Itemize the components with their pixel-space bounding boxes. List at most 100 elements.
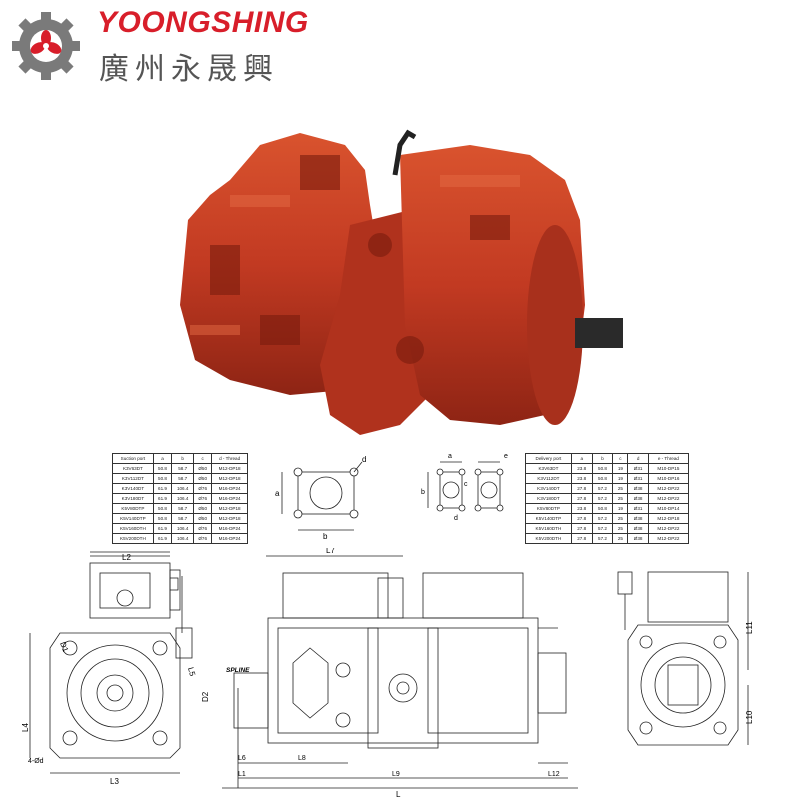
table-cell: M16-DP24 bbox=[211, 533, 248, 544]
table-cell: 23.8 bbox=[570, 463, 593, 474]
table-row: K5V160DTH 61.9 106.4 Ø76 M16-DP24 bbox=[112, 523, 248, 534]
dimension-label: D2 bbox=[201, 691, 210, 702]
brand-name: YOONGSHING bbox=[97, 6, 309, 39]
table-cell: 19 bbox=[612, 473, 629, 484]
dimension-label: L2 bbox=[122, 553, 131, 562]
table-row: K3V63DT 23.8 50.8 19 Ø31 M10-DP15 bbox=[525, 463, 690, 474]
table-cell: M12-DP18 bbox=[211, 513, 248, 524]
table-cell: Ø76 bbox=[193, 483, 213, 494]
table-cell: M10-DP15 bbox=[647, 463, 690, 474]
hydraulic-pump-photo bbox=[180, 129, 623, 435]
table-cell: 61.9 bbox=[152, 533, 173, 544]
table-cell: Ø31 bbox=[627, 473, 649, 484]
table-cell: M16-DP24 bbox=[211, 483, 248, 494]
table-cell: 27.8 bbox=[570, 483, 593, 494]
table-cell: M16-DP24 bbox=[211, 523, 248, 534]
dimension-label: d bbox=[362, 455, 366, 464]
table-cell: Ø38 bbox=[627, 523, 649, 534]
table-cell: 106.4 bbox=[171, 493, 195, 504]
table-header: a bbox=[570, 453, 593, 464]
table-header: c bbox=[612, 453, 629, 464]
table-cell: Ø31 bbox=[627, 503, 649, 514]
table-row: K5V160DTH 27.8 57.2 25 Ø38 M12-DP22 bbox=[525, 523, 690, 534]
table-row: K3V112DT 50.8 58.7 Ø50 M12-DP18 bbox=[112, 473, 248, 484]
table-cell: K3V180DT bbox=[525, 493, 572, 504]
table-cell: Ø38 bbox=[627, 533, 649, 544]
table-cell: M12-DP18 bbox=[211, 473, 248, 484]
table-cell: K5V140DTP bbox=[525, 513, 572, 524]
table-row: K5V140DTP 27.8 57.2 25 Ø38 M12-DP18 bbox=[525, 513, 690, 524]
table-cell: 50.8 bbox=[591, 503, 614, 514]
table-cell: 50.8 bbox=[152, 513, 173, 524]
gear-flower-logo-icon bbox=[12, 12, 80, 80]
table-cell: 50.8 bbox=[152, 503, 173, 514]
dimension-label: L5 bbox=[186, 666, 197, 677]
table-cell: M12-DP18 bbox=[211, 463, 248, 474]
table-cell: M12-DP22 bbox=[647, 483, 690, 494]
table-cell: 61.9 bbox=[152, 483, 173, 494]
table-cell: 19 bbox=[612, 503, 629, 514]
table-cell: K3V140DT bbox=[112, 483, 154, 494]
table-cell: K3V112DT bbox=[112, 473, 154, 484]
table-cell: 27.8 bbox=[570, 493, 593, 504]
table-row: K3V140DT 27.8 57.2 25 Ø38 M12-DP22 bbox=[525, 483, 690, 494]
table-header: c bbox=[193, 453, 213, 464]
table-cell: Ø31 bbox=[627, 463, 649, 474]
table-cell: 27.8 bbox=[570, 513, 593, 524]
table-cell: Ø50 bbox=[193, 503, 213, 514]
table-cell: M10-DP14 bbox=[647, 503, 690, 514]
dimension-label: L bbox=[396, 790, 401, 798]
rear-view-drawing: L11 L10 bbox=[617, 571, 754, 746]
brand-name-chinese: 廣州永晟興 bbox=[99, 52, 279, 87]
table-cell: 58.7 bbox=[171, 503, 195, 514]
suction-port-table: Suction port a b c d - Thread K3V63DT 50… bbox=[112, 453, 248, 544]
table-cell: M16-DP24 bbox=[211, 493, 248, 504]
table-row: K5V200DTH 27.8 57.2 25 Ø38 M12-DP22 bbox=[525, 533, 690, 544]
dimension-label: D1 bbox=[58, 641, 70, 654]
dimension-label: b bbox=[323, 532, 328, 541]
table-cell: K3V180DT bbox=[112, 493, 154, 504]
table-row: K3V140DT 61.9 106.4 Ø76 M16-DP24 bbox=[112, 483, 248, 494]
table-cell: Ø38 bbox=[627, 513, 649, 524]
table-cell: Ø76 bbox=[193, 523, 213, 534]
table-cell: 57.2 bbox=[591, 513, 614, 524]
front-view-drawing: L2 D1 L5 L4 4-Ød L3 bbox=[21, 551, 197, 786]
table-header: d - Thread bbox=[211, 453, 248, 464]
table-header: b bbox=[591, 453, 614, 464]
table-cell: K5V200DTH bbox=[525, 533, 572, 544]
table-cell: M10-DP16 bbox=[647, 473, 690, 484]
table-row: K3V112DT 23.8 50.8 19 Ø31 M10-DP16 bbox=[525, 473, 690, 484]
table-cell: M12-DP18 bbox=[211, 503, 248, 514]
table-cell: 50.8 bbox=[152, 473, 173, 484]
table-cell: Ø50 bbox=[193, 473, 213, 484]
dimension-label: L3 bbox=[110, 777, 119, 786]
table-cell: K3V63DT bbox=[112, 463, 154, 474]
table-header: Delivery port bbox=[525, 453, 572, 464]
table-cell: 50.8 bbox=[591, 463, 614, 474]
table-cell: 25 bbox=[612, 493, 629, 504]
dimension-label: L6 bbox=[238, 755, 246, 762]
table-cell: 50.8 bbox=[152, 463, 173, 474]
table-cell: K5V160DTH bbox=[112, 523, 154, 534]
table-cell: Ø50 bbox=[193, 463, 213, 474]
table-cell: 61.9 bbox=[152, 493, 173, 504]
dimension-label: L1 bbox=[238, 771, 246, 778]
table-row: K5V80DTP 23.8 50.8 19 Ø31 M10-DP14 bbox=[525, 503, 690, 514]
table-cell: M12-DP22 bbox=[647, 493, 690, 504]
table-cell: K5V200DTH bbox=[112, 533, 154, 544]
table-cell: 23.8 bbox=[570, 473, 593, 484]
table-cell: 50.8 bbox=[591, 473, 614, 484]
table-cell: K3V112DT bbox=[525, 473, 572, 484]
delivery-port-diagram: a b c d e bbox=[421, 453, 508, 522]
dimension-label: L11 bbox=[745, 621, 754, 634]
dimension-label: L10 bbox=[745, 710, 754, 724]
table-header: e - Thread bbox=[647, 453, 690, 464]
dimension-label: e bbox=[504, 453, 508, 460]
dimension-label: 4-Ød bbox=[28, 758, 44, 765]
table-header: Suction port bbox=[112, 453, 154, 464]
table-header: d bbox=[627, 453, 649, 464]
table-cell: M12-DP22 bbox=[647, 533, 690, 544]
table-row: K5V140DTP 50.8 58.7 Ø50 M12-DP18 bbox=[112, 513, 248, 524]
table-cell: 57.2 bbox=[591, 523, 614, 534]
table-cell: K5V140DTP bbox=[112, 513, 154, 524]
